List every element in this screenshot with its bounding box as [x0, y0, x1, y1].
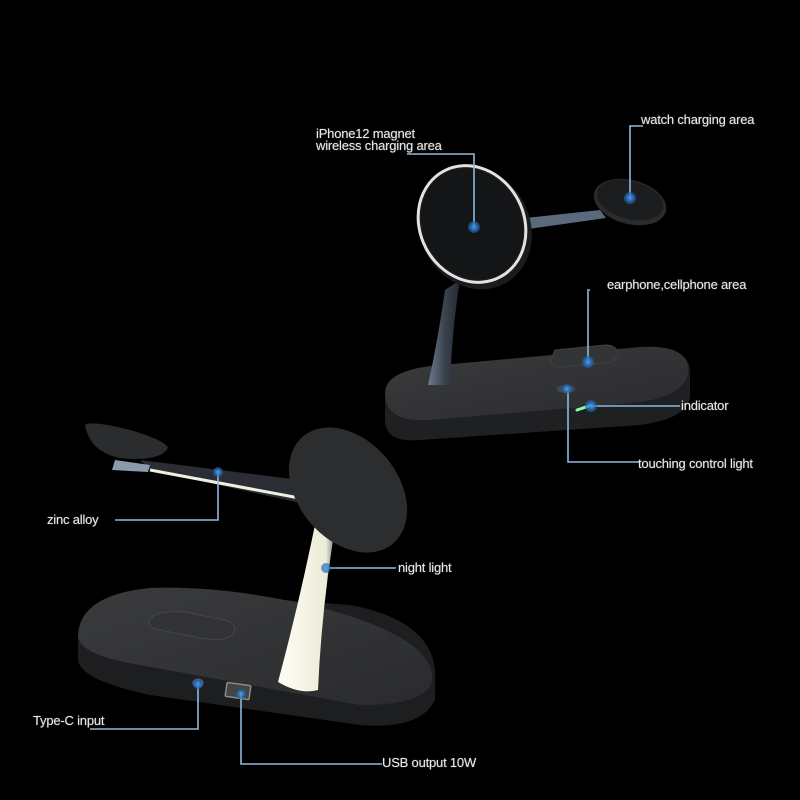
label-earphone-area: earphone,cellphone area	[607, 277, 747, 292]
label-usb-output: USB output 10W	[382, 755, 477, 770]
label-zinc-alloy: zinc alloy	[47, 512, 99, 527]
label-watch-area: watch charging area	[641, 112, 755, 127]
label-indicator: indicator	[681, 398, 729, 413]
bottom-callouts	[90, 471, 396, 765]
bottom-charger	[78, 423, 435, 726]
label-iphone-area-line2: wireless charging area	[316, 138, 442, 153]
top-callout-dots	[468, 192, 636, 412]
top-charger	[385, 164, 690, 441]
label-iphone-area-line1: iPhone12 magnet	[316, 126, 415, 141]
label-type-c-input: Type-C input	[33, 713, 105, 728]
label-touch-control-light: touching control light	[638, 456, 753, 471]
top-callouts	[407, 125, 680, 463]
bottom-callout-dots	[193, 467, 331, 699]
label-night-light: night light	[398, 560, 452, 575]
